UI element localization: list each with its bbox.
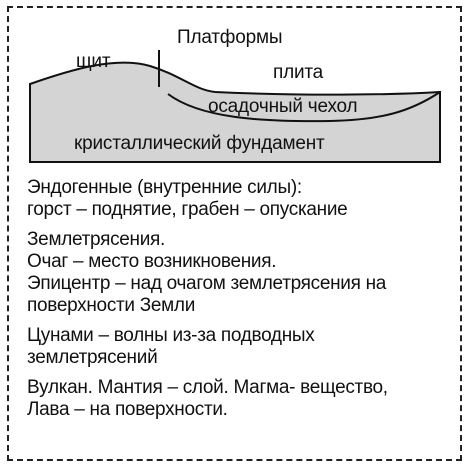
- note-line: Эндогенные (внутренние силы):: [27, 177, 302, 198]
- note-line: Очаг – место возникновения.: [27, 251, 277, 272]
- platform-diagram: [29, 50, 441, 163]
- notes-section: Эндогенные (внутренние силы): горст – по…: [27, 177, 457, 429]
- note-line: Цунами – волны из-за подводных: [27, 325, 315, 346]
- note-line: горст – поднятие, грабен – опускание: [27, 199, 348, 220]
- diagram-title: Платформы: [177, 27, 283, 48]
- note-volcano: Вулкан. Мантия – слой. Магма- вещество, …: [27, 377, 457, 421]
- shield-label: щит: [76, 51, 111, 72]
- crystalline-basement-shape: [29, 61, 441, 163]
- note-line: Лава – на поверхности.: [27, 399, 228, 420]
- note-endogenic: Эндогенные (внутренние силы): горст – по…: [27, 177, 457, 221]
- note-line: Вулкан. Мантия – слой. Магма- вещество,: [27, 377, 388, 398]
- sediment-cover-boundary: [167, 91, 441, 123]
- note-line: землетрясений: [27, 347, 158, 368]
- plate-label: плита: [273, 62, 324, 83]
- basement-label: кристаллический фундамент: [74, 133, 325, 154]
- note-earthquakes: Землетрясения. Очаг – место возникновени…: [27, 229, 457, 317]
- note-line: поверхности Земли: [27, 295, 196, 316]
- note-tsunami: Цунами – волны из-за подводных землетряс…: [27, 325, 457, 369]
- sediment-label: осадочный чехол: [208, 96, 358, 117]
- note-line: Землетрясения.: [27, 229, 166, 250]
- dashed-border-frame: [7, 6, 462, 461]
- note-line: Эпицентр – над очагом землетрясения на: [27, 273, 387, 294]
